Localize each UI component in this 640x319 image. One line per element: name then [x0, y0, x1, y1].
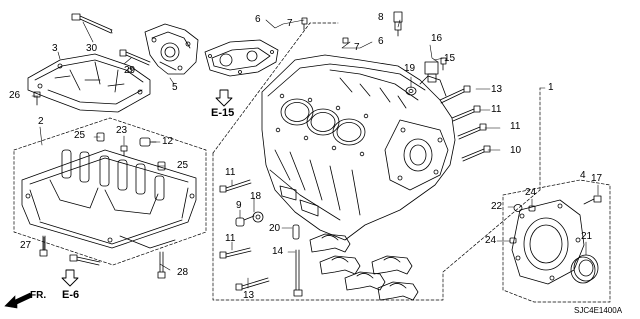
callout-12: 12 — [162, 136, 174, 147]
part-20-dowel — [292, 224, 300, 240]
callout-14: 14 — [272, 246, 284, 257]
callout-22: 22 — [491, 201, 503, 212]
callout-16: 16 — [431, 33, 443, 44]
part-8-sensor — [393, 11, 403, 37]
block-group-top-outline — [212, 22, 339, 154]
callout-13-lower: 13 — [243, 290, 255, 301]
callout-6-top: 6 — [255, 14, 261, 25]
block-group-outline — [212, 152, 541, 301]
part-24-dowel-lower — [509, 237, 517, 244]
callout-25-left: 25 — [74, 130, 86, 141]
callout-1: 1 — [548, 82, 554, 93]
part-13-bolt-lower — [235, 277, 270, 291]
reference-e6: E-6 — [62, 289, 80, 301]
front-arrow — [4, 292, 33, 309]
part-16-15-sensor — [424, 57, 447, 83]
callout-18: 18 — [250, 191, 262, 202]
callout-11-lower: 11 — [225, 233, 236, 244]
callout-30: 30 — [86, 43, 98, 54]
part-18-washer — [252, 211, 264, 223]
callout-3: 3 — [52, 43, 58, 54]
part-10-bolt — [461, 145, 491, 162]
part-4-rear-seal-cover — [511, 199, 585, 285]
part-1-cylinder-block — [261, 54, 456, 241]
part-17-bolt — [583, 195, 602, 205]
part-25-plug-right — [157, 161, 166, 171]
part-23-fitting — [120, 145, 128, 157]
callout-5: 5 — [172, 82, 178, 93]
part-2-oil-pan — [21, 149, 197, 249]
callout-17: 17 — [591, 173, 603, 184]
callout-11-right-upper: 11 — [491, 104, 502, 115]
callout-23: 23 — [116, 125, 128, 136]
part-24-dowel-upper — [528, 205, 536, 212]
callout-9: 9 — [236, 200, 242, 211]
callout-11-right-middle: 11 — [510, 121, 521, 132]
part-26-bolt — [33, 91, 41, 106]
callout-7-top: 7 — [287, 18, 293, 29]
callout-26: 26 — [9, 90, 21, 101]
diagram-code: SJC4E1400A — [574, 306, 623, 315]
part-21-oil-seal — [570, 254, 599, 284]
callout-15: 15 — [444, 53, 456, 64]
oil-pan-group-outline — [13, 117, 207, 266]
reference-e15: E-15 — [211, 107, 235, 119]
part-22-washer — [513, 204, 523, 212]
callout-10: 10 — [510, 145, 522, 156]
part-11-bolt-lower — [219, 247, 252, 259]
gasket-plate — [204, 39, 279, 77]
callout-11-left: 11 — [225, 167, 236, 178]
callout-6-mid: 6 — [378, 36, 384, 47]
part-11-bolt-upper — [451, 105, 481, 122]
callout-29: 29 — [124, 65, 136, 76]
part-11-bolt-left — [219, 179, 252, 193]
callout-20: 20 — [269, 223, 281, 234]
part-12-fitting — [139, 137, 157, 147]
part-3-baffle-plate — [27, 53, 151, 113]
e6-arrow — [61, 269, 79, 287]
part-28-bolt — [157, 251, 166, 279]
e15-arrow — [215, 89, 233, 107]
callout-24-upper: 24 — [525, 187, 537, 198]
callout-4: 4 — [580, 170, 586, 181]
part-30-bolt — [71, 13, 113, 34]
part-6-7-dowels — [301, 17, 349, 44]
callout-28: 28 — [177, 267, 189, 278]
part-bolt-e6 — [69, 254, 101, 266]
callout-24-lower: 24 — [485, 235, 497, 246]
part-13-bolt — [439, 85, 471, 104]
callout-8: 8 — [378, 12, 384, 23]
callout-21: 21 — [581, 231, 593, 242]
part-25-plug-left — [96, 132, 105, 142]
part-9-bolt — [235, 215, 255, 227]
front-direction-label: FR. — [30, 290, 47, 301]
part-14-stud — [293, 249, 303, 297]
part-29-bolt — [119, 49, 151, 66]
group-outlines — [13, 22, 611, 303]
rear-cover-group-outline — [502, 179, 611, 303]
part-27-bolt — [39, 235, 48, 257]
callout-25-right: 25 — [177, 160, 189, 171]
callout-13-right: 13 — [491, 84, 503, 95]
callout-19: 19 — [404, 63, 416, 74]
bearing-caps — [309, 233, 419, 301]
part-11-bolt-middle — [457, 123, 487, 140]
callout-2: 2 — [38, 116, 44, 127]
callout-27: 27 — [20, 240, 32, 251]
callout-7-mid: 7 — [354, 42, 360, 53]
part-5-housing — [144, 23, 199, 75]
